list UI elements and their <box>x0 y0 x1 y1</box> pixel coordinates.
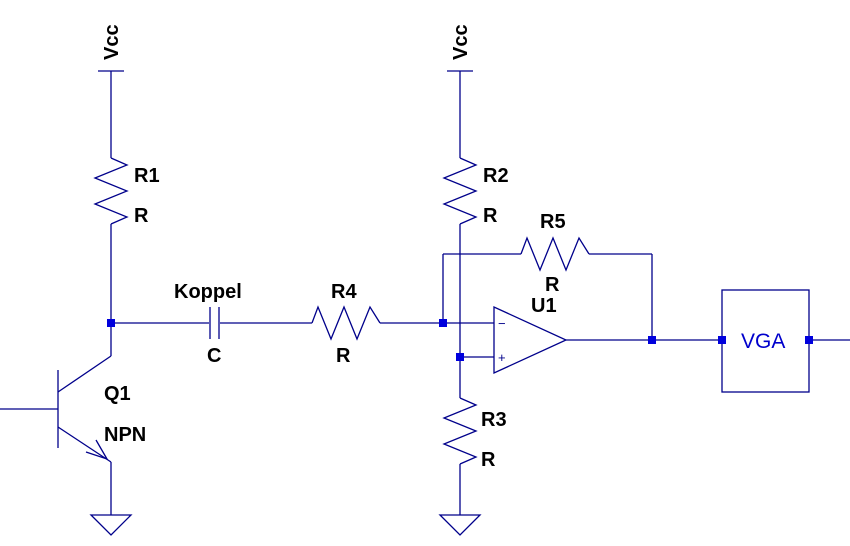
opamp-minus-pin: − <box>498 316 506 331</box>
r5-value-label: R <box>545 274 560 296</box>
r3-ref-label: R3 <box>481 409 507 431</box>
vcc-left-label: Vcc <box>101 24 123 60</box>
resistor-r3 <box>442 397 478 465</box>
opamp-plus-pin: + <box>498 350 506 365</box>
q1-value-label: NPN <box>104 424 146 446</box>
opamp-u1 <box>493 305 568 375</box>
junction-inverting <box>439 319 447 327</box>
vga-input-pin <box>718 336 726 344</box>
resistor-r4 <box>311 305 381 341</box>
ground-left-symbol <box>89 514 133 536</box>
r2-ref-label: R2 <box>483 165 509 187</box>
vcc-left-symbol: Vcc <box>98 24 124 72</box>
resistor-r5 <box>520 236 590 272</box>
ground-right-symbol <box>438 514 482 536</box>
junction-collector <box>107 319 115 327</box>
r5-ref-label: R5 <box>540 211 566 233</box>
resistor-r2 <box>442 157 478 225</box>
vga-output-pin <box>805 336 813 344</box>
r1-value-label: R <box>134 205 149 227</box>
cap-value-label: C <box>207 345 221 367</box>
transistor-q1 <box>0 355 112 515</box>
u1-ref-label: U1 <box>531 295 557 317</box>
junction-divider <box>456 353 464 361</box>
vga-label: VGA <box>741 330 785 353</box>
capacitor-koppel <box>209 307 220 339</box>
r4-value-label: R <box>336 345 351 367</box>
cap-ref-label: Koppel <box>174 281 242 303</box>
vcc-right-label: Vcc <box>450 24 472 60</box>
r1-ref-label: R1 <box>134 165 160 187</box>
junction-output <box>648 336 656 344</box>
r4-ref-label: R4 <box>331 281 357 303</box>
r3-value-label: R <box>481 449 496 471</box>
q1-ref-label: Q1 <box>104 383 131 405</box>
vcc-right-symbol: Vcc <box>447 24 473 72</box>
resistor-r1 <box>93 157 129 225</box>
r2-value-label: R <box>483 205 498 227</box>
